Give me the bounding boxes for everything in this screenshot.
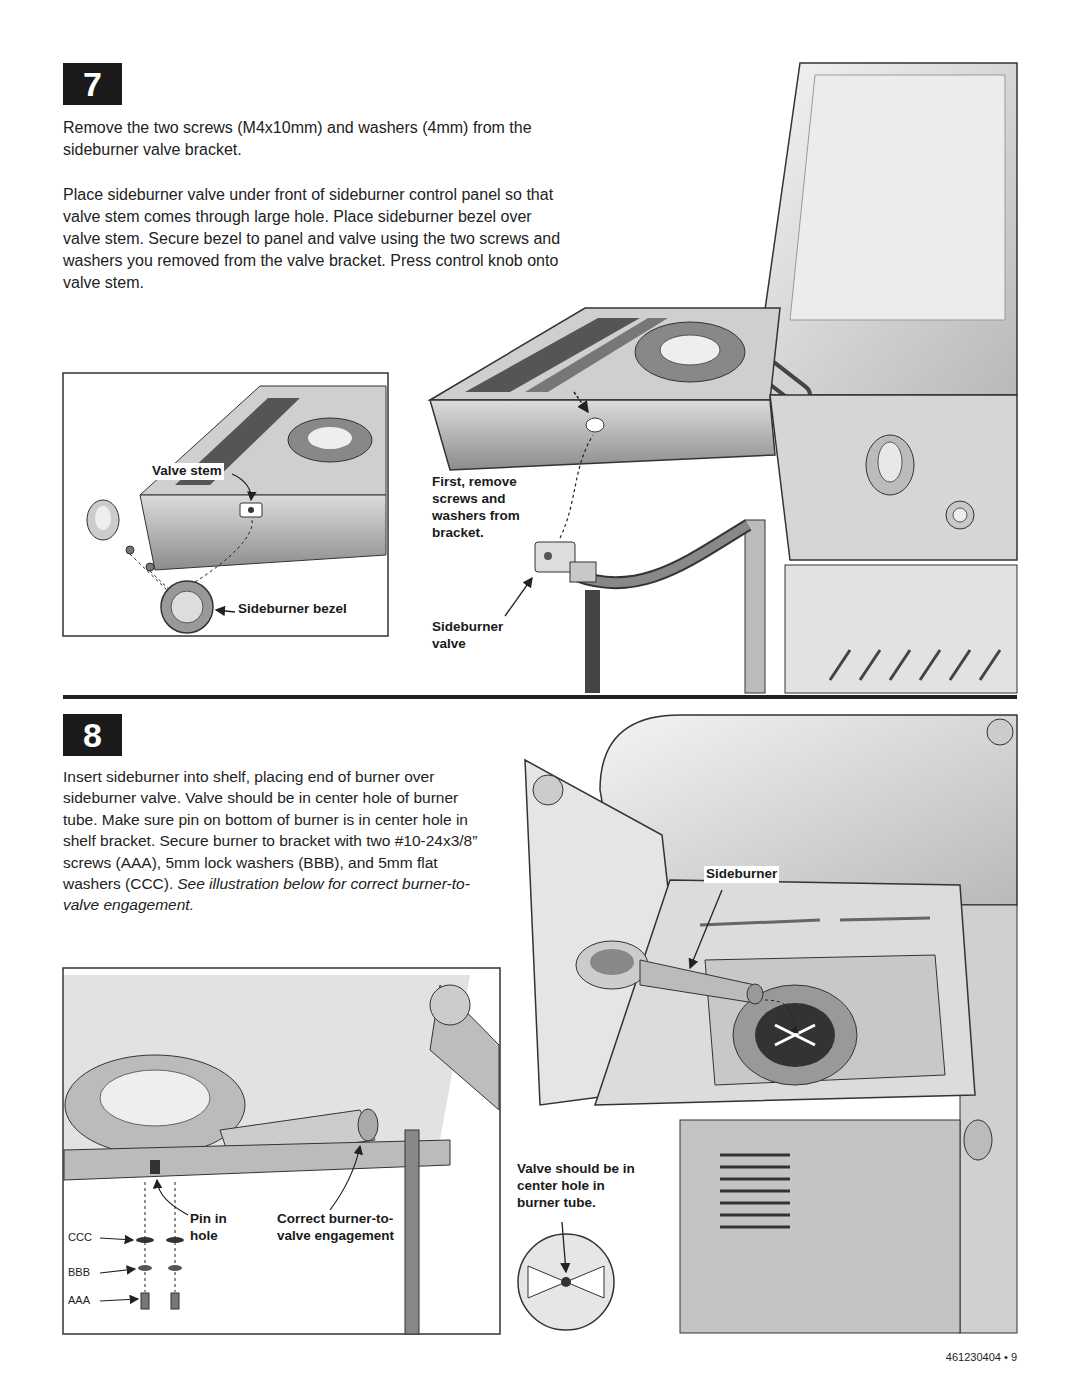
- step-text: Place sideburner valve under front of si…: [63, 184, 573, 294]
- step-number: 7: [83, 67, 102, 101]
- callout-label: Sideburner bezel: [238, 601, 378, 618]
- step-text: Remove the two screws (M4x10mm) and wash…: [63, 117, 568, 161]
- step-number: 8: [83, 718, 102, 752]
- callout-label: First, remove screws and washers from br…: [432, 474, 544, 542]
- callout-label: Sideburner: [704, 866, 779, 883]
- part-code: BBB: [68, 1266, 90, 1279]
- callout-label: Valve should be in center hole in burner…: [517, 1161, 647, 1212]
- callout-label: Correct burner-to-valve engagement: [277, 1211, 412, 1245]
- step-number-box: 7: [63, 63, 122, 105]
- part-code: AAA: [68, 1294, 90, 1307]
- callout-label: Valve stem: [150, 463, 224, 480]
- part-code: CCC: [68, 1231, 92, 1244]
- step-text: Insert sideburner into shelf, placing en…: [63, 768, 477, 892]
- step-number-box: 8: [63, 714, 122, 756]
- callout-label: Pin in hole: [190, 1211, 252, 1245]
- step-text: Insert sideburner into shelf, placing en…: [63, 766, 483, 916]
- page-number: 461230404 • 9: [946, 1351, 1017, 1364]
- callout-label: Sideburner valve: [432, 619, 527, 653]
